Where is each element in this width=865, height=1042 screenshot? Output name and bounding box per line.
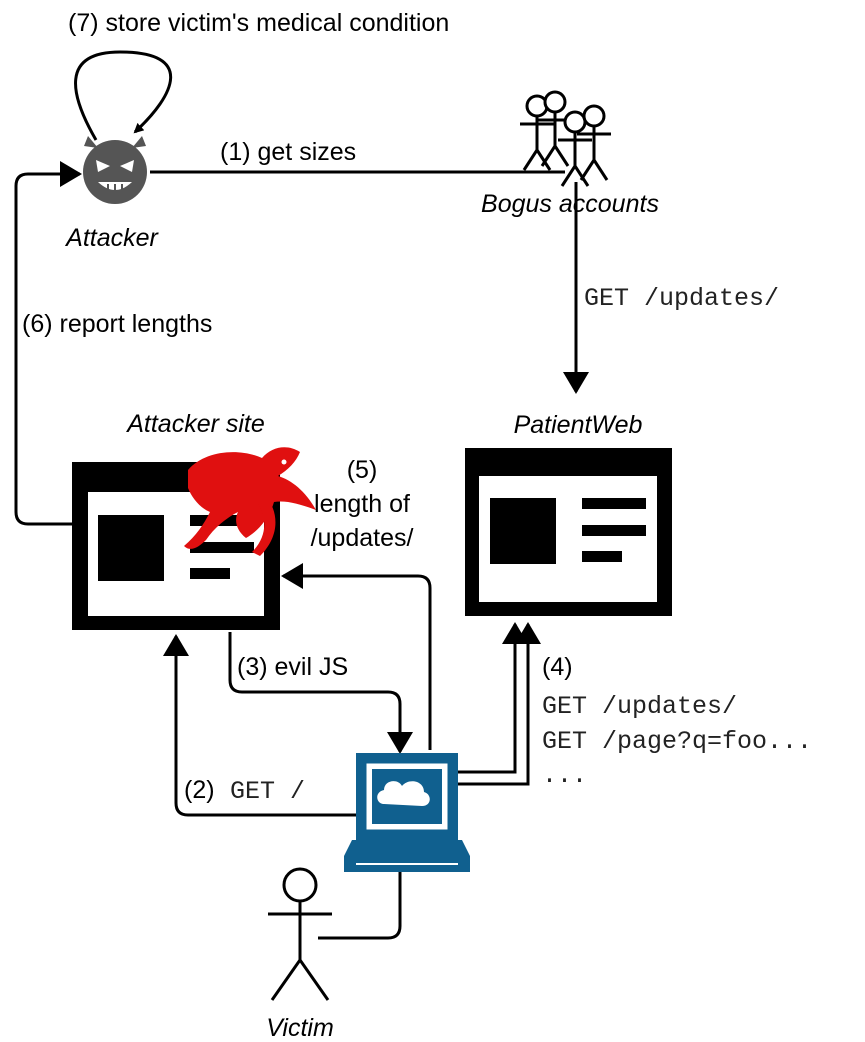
step4-request1: GET /updates/ <box>542 692 737 721</box>
bogus-accounts-label: Bogus accounts <box>481 190 659 218</box>
step2-label: (2) <box>184 776 215 804</box>
report-lengths-edge <box>14 161 82 526</box>
self-loop-edge <box>74 50 173 141</box>
step3-label: (3) evil JS <box>237 653 348 681</box>
stick-figure-group-icon <box>520 90 611 187</box>
victim-computer-edge <box>318 870 402 940</box>
attacker-label: Attacker <box>64 224 159 252</box>
red-dragon-icon <box>184 447 316 556</box>
victim-stick-figure-icon <box>268 867 332 1001</box>
step6-label: (6) report lengths <box>22 310 212 338</box>
victim-requests-edge-a <box>458 622 528 774</box>
step2-request: GET / <box>230 777 305 806</box>
length-report-edge <box>281 563 432 750</box>
attacker-site-label: Attacker site <box>125 410 265 438</box>
step4-request3: ... <box>542 761 587 790</box>
step1-label: (1) get sizes <box>220 138 356 166</box>
step5-label-line3: /updates/ <box>311 524 414 552</box>
step4-label: (4) <box>542 653 573 681</box>
victim-requests-edge-b <box>458 622 541 786</box>
patientweb-webpage-icon <box>465 448 672 616</box>
victim-label: Victim <box>266 1014 334 1042</box>
devil-face-icon <box>83 136 147 204</box>
step4-request2: GET /page?q=foo... <box>542 727 812 756</box>
step5-label-line1: (5) <box>347 456 378 484</box>
computer-terminal-icon <box>344 753 470 872</box>
bogus-request-label: GET /updates/ <box>584 284 779 313</box>
evil-js-edge <box>228 632 413 754</box>
step7-label: (7) store victim's medical condition <box>68 9 449 37</box>
step5-label-line2: length of <box>314 490 410 518</box>
get-root-edge <box>163 634 356 817</box>
patientweb-label: PatientWeb <box>514 411 643 439</box>
